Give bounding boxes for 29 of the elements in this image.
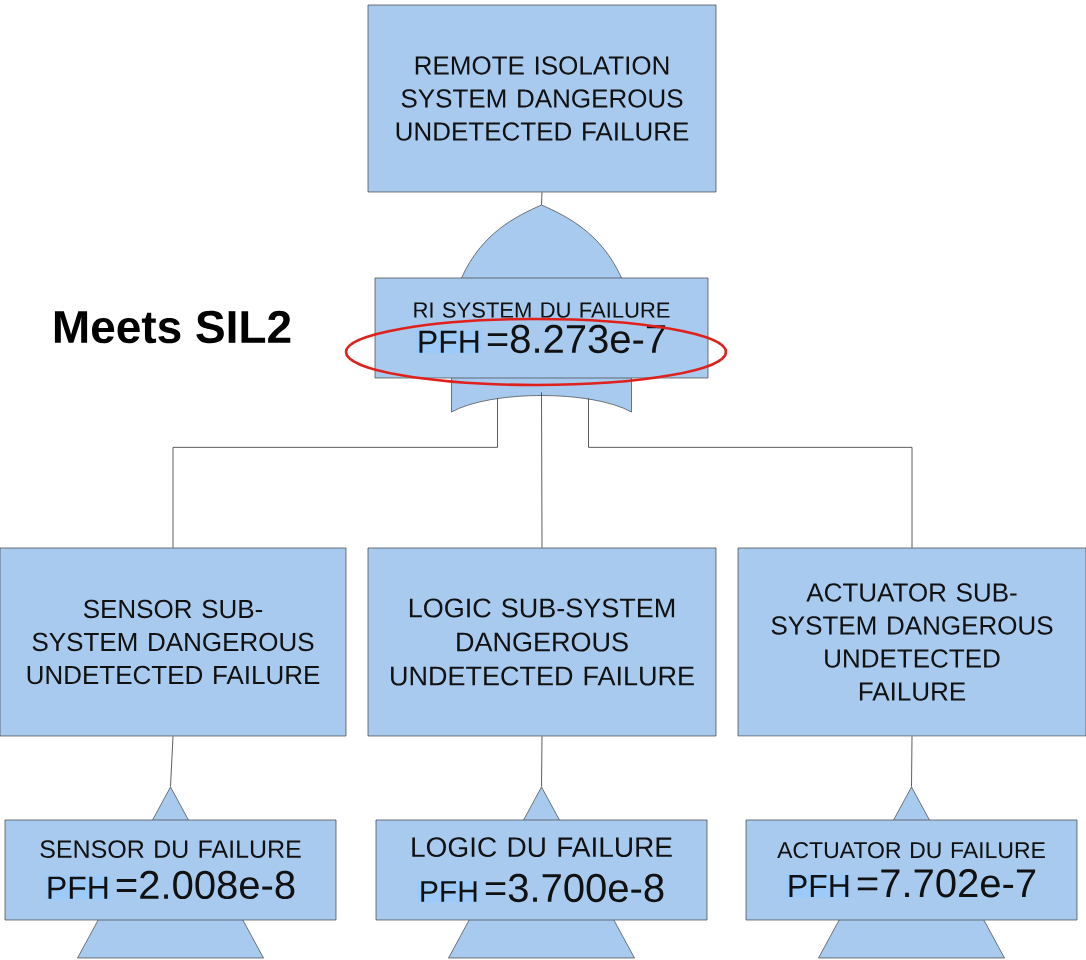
pfh-label: PFH [785,874,852,899]
connector-line [588,397,913,549]
pfh-value: =3.700e-8 [485,873,664,903]
connector-line [541,735,543,788]
event-box [737,547,1086,737]
basic-event-box [4,819,337,921]
pfh-value: =2.008e-8 [116,870,295,900]
connector-line [541,191,543,206]
event-box [367,4,717,193]
note-label: Meets SIL2 [54,310,291,344]
event-label: SENSOR DU FAILURE [40,840,301,858]
event-label: RI SYSTEM DU FAILURE [414,302,670,318]
event-label: ACTUATOR SUB-SYSTEM DANGEROUS UNDETECTED FAILURE [771,583,1053,701]
event-label: REMOTE ISOLATION SYSTEM DANGEROUS UNDETECTED FAILURE [396,56,689,141]
connector-line [172,397,498,549]
connector-line [170,735,174,788]
pfh-value: =8.273e-7 [487,324,666,354]
connector-line [911,735,913,788]
event-label: ACTUATOR DU FAILURE [777,841,1045,859]
basic-event-box [375,819,708,921]
event-label: LOGIC SUB-SYSTEM DANGEROUS UNDETECTED FAILURE [391,598,694,686]
event-label: SENSOR SUB-SYSTEM DANGEROUS UNDETECTED FAILURE [27,599,320,685]
pfh-value: =7.702e-7 [857,869,1036,898]
event-label: LOGIC DU FAILURE [412,837,672,858]
basic-event-box [745,819,1078,921]
connector-line [541,391,543,549]
event-box [0,547,347,737]
event-box [367,547,717,737]
pfh-label: PFH [417,880,480,903]
